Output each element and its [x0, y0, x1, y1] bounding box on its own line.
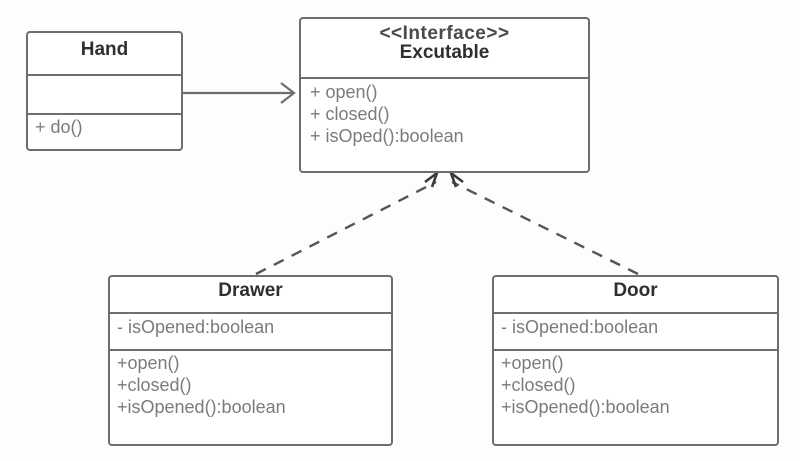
class-title-compartment: Drawer	[110, 277, 391, 312]
class-operations-compartment: + open() + closed() + isOped():boolean	[301, 77, 588, 171]
class-title-compartment: <<Interface>> Excutable	[301, 19, 588, 77]
edge-door-realizes-executable	[448, 169, 639, 276]
operation-list: +open() +closed() +isOpened():boolean	[110, 351, 391, 419]
operation-list: + open() + closed() + isOped():boolean	[301, 80, 588, 148]
class-box-executable[interactable]: <<Interface>> Excutable + open() + close…	[299, 17, 590, 173]
class-name-door: Door	[613, 280, 658, 301]
class-attributes-compartment: - isOpened:boolean	[494, 312, 777, 349]
class-operations-compartment: + do()	[28, 113, 181, 149]
operation-item: +isOpened():boolean	[501, 396, 670, 417]
operation-list: +open() +closed() +isOpened():boolean	[494, 351, 777, 419]
class-name-drawer: Drawer	[218, 280, 283, 301]
operation-item: + do()	[35, 117, 83, 137]
operation-item: +closed()	[501, 374, 576, 395]
operation-item: + open()	[310, 82, 378, 102]
attribute-list: - isOpened:boolean	[110, 314, 391, 339]
class-stereotype-executable: <<Interface>>	[379, 23, 510, 44]
class-box-drawer[interactable]: Drawer - isOpened:boolean +open() +close…	[108, 275, 393, 446]
operation-item: + closed()	[310, 103, 390, 124]
class-box-hand[interactable]: Hand + do()	[26, 31, 183, 151]
operation-list: + do()	[28, 115, 181, 139]
edge-hand-to-executable	[183, 82, 296, 104]
class-operations-compartment: +open() +closed() +isOpened():boolean	[110, 349, 391, 444]
class-name-executable: Excutable	[399, 42, 490, 63]
attribute-list	[28, 76, 181, 79]
attribute-item: - isOpened:boolean	[501, 317, 659, 337]
hollow-triangle-icon	[424, 169, 440, 188]
operation-item: +isOpened():boolean	[117, 396, 286, 417]
open-arrow-icon	[280, 82, 296, 104]
operation-item: + isOped():boolean	[310, 125, 464, 146]
attribute-list: - isOpened:boolean	[494, 314, 777, 339]
class-operations-compartment: +open() +closed() +isOpened():boolean	[494, 349, 777, 444]
hollow-triangle-icon	[448, 169, 464, 188]
class-attributes-compartment	[28, 74, 181, 113]
class-box-door[interactable]: Door - isOpened:boolean +open() +closed(…	[492, 275, 779, 446]
class-attributes-compartment: - isOpened:boolean	[110, 312, 391, 349]
attribute-item: - isOpened:boolean	[117, 317, 275, 337]
operation-item: +open()	[117, 353, 180, 373]
operation-item: +open()	[501, 353, 564, 373]
edge-drawer-realizes-executable	[255, 169, 440, 276]
class-name-hand: Hand	[80, 39, 129, 60]
class-title-compartment: Door	[494, 277, 777, 312]
class-title-compartment: Hand	[28, 33, 181, 74]
operation-item: +closed()	[117, 374, 192, 395]
